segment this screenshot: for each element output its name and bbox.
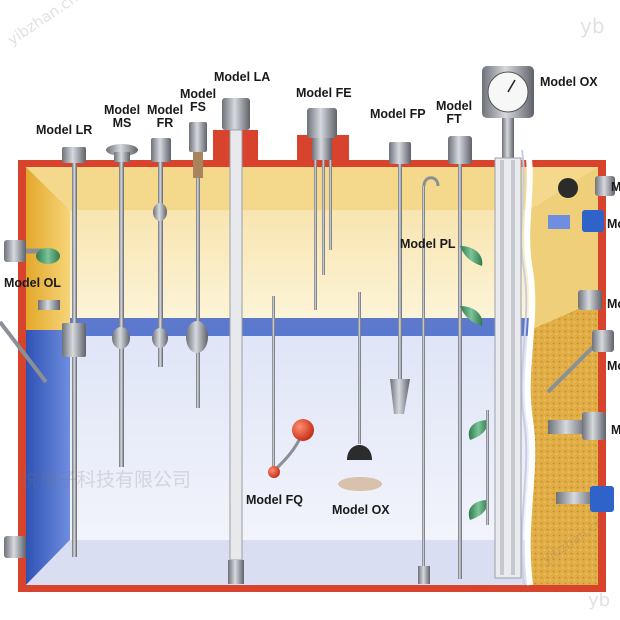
label-edge-m1: M	[611, 180, 620, 194]
label-model-fr-line1: Model	[146, 103, 184, 117]
watermark-site-2: yb	[580, 14, 605, 38]
label-model-ox-bottom: Model OX	[332, 503, 390, 517]
label-model-ms-line2: MS	[112, 116, 132, 130]
model-la-device	[222, 98, 250, 584]
label-model-ol: Model OL	[4, 276, 61, 290]
model-ox-bottom-device	[338, 292, 382, 491]
model-fs-device	[186, 122, 208, 408]
label-model-fr: Model FR	[144, 104, 186, 130]
label-model-ms: Model MS	[101, 104, 143, 130]
watermark-cn-text: 悦电子科技有限公司	[20, 469, 192, 491]
label-model-fs-line1: Model	[179, 87, 217, 101]
label-edge-m3: Mo	[607, 297, 620, 311]
label-edge-m4: Mo	[607, 359, 620, 373]
model-ox-top-device	[482, 66, 534, 579]
label-model-ft: Model FT	[433, 100, 475, 126]
model-ft-device	[448, 136, 489, 579]
label-model-ms-line1: Model	[103, 103, 141, 117]
model-ol-device	[4, 240, 60, 310]
label-model-lr: Model LR	[36, 123, 93, 137]
label-model-fq: Model FQ	[246, 493, 303, 507]
label-edge-m5: M	[611, 423, 620, 437]
label-model-la: Model LA	[214, 70, 271, 84]
watermark-site-4: yb	[588, 590, 611, 611]
label-model-fr-line2: FR	[156, 116, 174, 130]
label-model-fp: Model FP	[370, 107, 426, 121]
label-model-ft-line1: Model	[435, 99, 473, 113]
left-side-probe	[0, 320, 48, 558]
model-fe-device	[307, 108, 337, 310]
model-ms-device	[106, 144, 138, 467]
label-model-pl: Model PL	[400, 237, 456, 251]
model-pl-device	[418, 176, 440, 584]
model-lr-device	[62, 147, 86, 557]
model-fq-device	[268, 296, 314, 478]
granular-solids	[530, 300, 598, 585]
model-fp-device	[389, 142, 411, 414]
liquid-surface	[70, 318, 530, 336]
label-model-fs-line2: FS	[190, 100, 206, 114]
model-fr-device	[151, 138, 171, 367]
label-model-fe: Model FE	[296, 86, 352, 100]
right-side-devices	[546, 176, 615, 512]
label-model-ox-top: Model OX	[540, 75, 598, 89]
label-model-ft-line2: FT	[446, 112, 462, 126]
label-model-fs: Model FS	[177, 88, 219, 114]
label-edge-m2: Mo	[607, 217, 620, 231]
